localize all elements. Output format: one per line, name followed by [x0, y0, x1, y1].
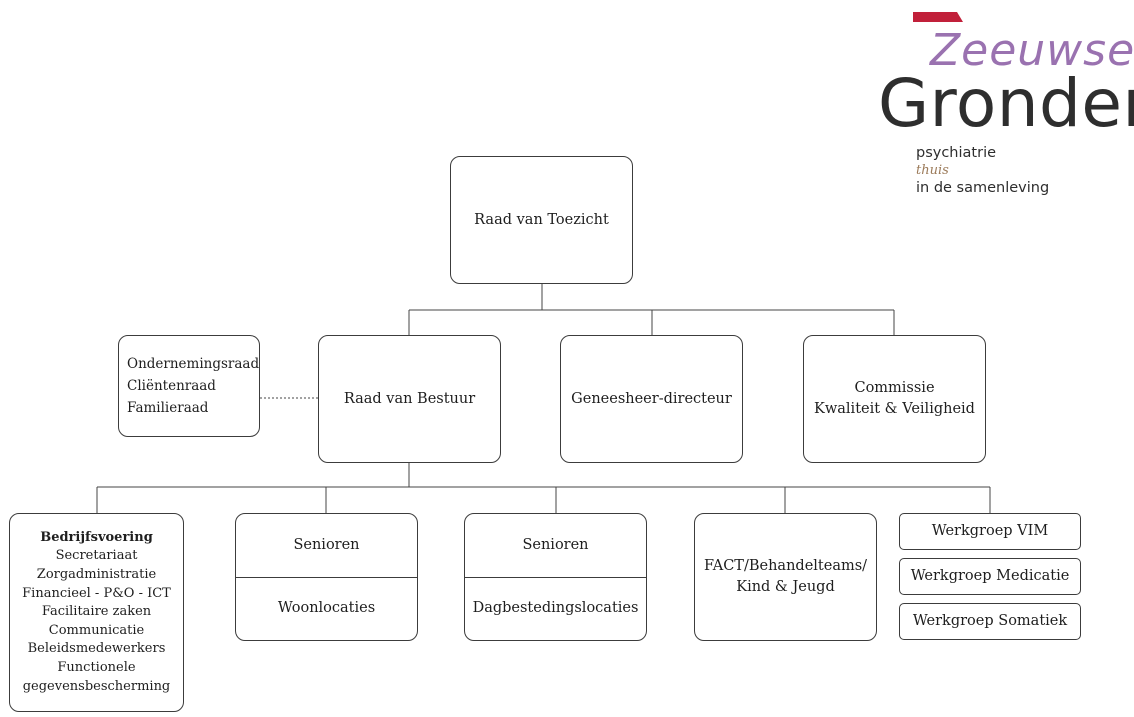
label-commissie-line2: Kwaliteit & Veiligheid: [814, 401, 975, 417]
label-werkgroep-medicatie: Werkgroep Medicatie: [910, 568, 1070, 584]
list-item: Zorgadministratie: [36, 567, 157, 583]
logo-tagline-samenleving: in de samenleving: [916, 180, 1050, 196]
list-item: Beleidsmedewerkers: [27, 641, 166, 657]
list-item: Secretariaat: [55, 548, 138, 564]
box-medezeggenschap: Ondernemingsraad Cliëntenraad Familieraa…: [118, 335, 260, 437]
box-raad-van-toezicht: Raad van Toezicht: [450, 156, 633, 284]
label-senioren: Senioren: [293, 536, 360, 553]
box-raad-van-bestuur: Raad van Bestuur: [318, 335, 501, 463]
label-senioren: Senioren: [522, 536, 589, 553]
box-werkgroep-vim: Werkgroep VIM: [899, 513, 1081, 550]
list-item: Functionele: [57, 659, 136, 675]
box-commissie: Commissie Kwaliteit & Veiligheid: [803, 335, 986, 463]
list-item: Communicatie: [48, 622, 145, 638]
box-werkgroep-somatiek: Werkgroep Somatiek: [899, 603, 1081, 640]
box-fact-behandelteams: FACT/Behandelteams/ Kind & Jeugd: [694, 513, 877, 641]
box-section-senioren: Senioren: [465, 514, 646, 578]
label-fact-line2: Kind & Jeugd: [736, 579, 835, 595]
label-raad-van-bestuur: Raad van Bestuur: [343, 390, 476, 407]
list-item: Facilitaire zaken: [41, 604, 152, 620]
label-familieraad: Familieraad: [127, 400, 209, 416]
box-bedrijfsvoering: Bedrijfsvoering Secretariaat Zorgadminis…: [9, 513, 184, 712]
label-werkgroep-somatiek: Werkgroep Somatiek: [912, 613, 1068, 629]
logo-accent-bar: [913, 12, 963, 22]
logo-tagline-thuis: thuis: [916, 163, 949, 178]
label-werkgroep-vim: Werkgroep VIM: [931, 523, 1049, 539]
logo-zeeuwse: Zeeuwse: [930, 25, 1134, 76]
label-clientenraad: Cliëntenraad: [127, 378, 216, 394]
box-section-senioren: Senioren: [236, 514, 417, 578]
label-raad-van-toezicht: Raad van Toezicht: [474, 211, 609, 228]
label-bedrijfsvoering-title: Bedrijfsvoering: [40, 529, 153, 545]
box-section-dagbestedingslocaties: Dagbestedingslocaties: [465, 578, 646, 641]
label-geneesheer-directeur: Geneesheer-directeur: [571, 390, 732, 407]
label-dagbestedingslocaties: Dagbestedingslocaties: [472, 600, 639, 617]
logo-gronden: Gronden: [878, 65, 1134, 142]
logo-tagline-psychiatrie: psychiatrie: [916, 145, 997, 161]
box-senioren-woonlocaties: Senioren Woonlocaties: [235, 513, 418, 641]
label-fact-line1: FACT/Behandelteams/: [703, 558, 868, 574]
label-commissie-line1: Commissie: [854, 380, 935, 396]
label-ondernemingsraad: Ondernemingsraad: [127, 356, 260, 372]
list-item: Financieel - P&O - ICT: [22, 585, 171, 601]
box-senioren-dagbesteding: Senioren Dagbestedingslocaties: [464, 513, 647, 641]
box-werkgroep-medicatie: Werkgroep Medicatie: [899, 558, 1081, 595]
box-section-woonlocaties: Woonlocaties: [236, 578, 417, 641]
box-geneesheer-directeur: Geneesheer-directeur: [560, 335, 743, 463]
list-item: gegevensbescherming: [22, 678, 171, 694]
label-woonlocaties: Woonlocaties: [277, 600, 376, 617]
